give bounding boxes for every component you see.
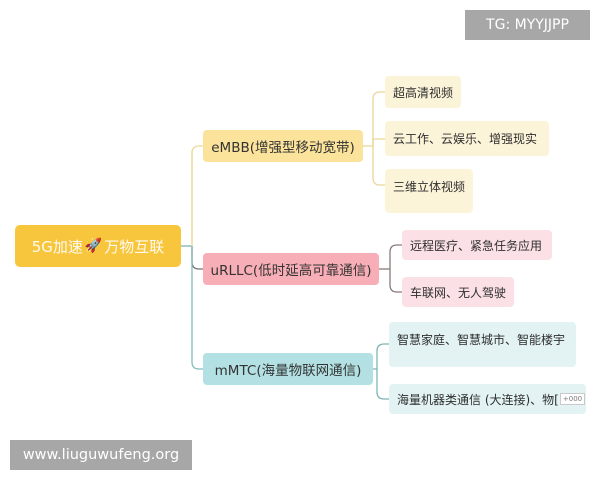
- leaf-label: 智慧家庭、智慧城市、智能楼宇: [397, 333, 566, 347]
- leaf-label: 超高清视频: [393, 85, 454, 100]
- leaf-connected-vehicles[interactable]: 车联网、无人驾驶: [402, 277, 514, 307]
- branch-embb-label: eMBB(增强型移动宽带): [211, 140, 355, 156]
- leaf-label: 远程医疗、紧急任务应用: [410, 238, 543, 253]
- watermark-text: www.liuguwufeng.org: [22, 447, 180, 463]
- branch-mmtc-label: mMTC(海量物联网通信): [214, 363, 362, 379]
- leaf-label: 车联网、无人驾驶: [410, 285, 507, 300]
- leaf-remote-medical[interactable]: 远程医疗、紧急任务应用: [402, 230, 552, 260]
- root-label-prefix: 5G加速: [31, 237, 83, 256]
- watermark-text: TG: MYYJJPP: [486, 17, 569, 33]
- leaf-smart-home-city[interactable]: 智慧家庭、智慧城市、智能楼宇: [389, 322, 576, 367]
- branch-urllc-label: uRLLC(低时延高可靠通信): [210, 263, 372, 279]
- branch-embb[interactable]: eMBB(增强型移动宽带): [203, 130, 363, 162]
- leaf-cloud-work-ar[interactable]: 云工作、云娱乐、增强现实: [385, 121, 549, 156]
- root-node[interactable]: 5G加速 🚀 万物互联: [15, 225, 181, 267]
- branch-mmtc[interactable]: mMTC(海量物联网通信): [203, 353, 373, 385]
- more-tag[interactable]: +000: [559, 393, 586, 405]
- root-label-suffix: 万物互联: [104, 237, 165, 256]
- watermark-bottom-left: www.liuguwufeng.org: [10, 440, 192, 470]
- leaf-label: 海量机器类通信 (大连接)、物[: [397, 392, 559, 407]
- leaf-label: 三维立体视频: [393, 180, 466, 194]
- leaf-3d-video[interactable]: 三维立体视频: [385, 169, 473, 213]
- rocket-icon: 🚀: [84, 238, 103, 254]
- branch-urllc[interactable]: uRLLC(低时延高可靠通信): [203, 253, 379, 285]
- leaf-label: 云工作、云娱乐、增强现实: [393, 132, 538, 146]
- watermark-top-right: TG: MYYJJPP: [465, 10, 590, 40]
- leaf-massive-machine-comm[interactable]: 海量机器类通信 (大连接)、物[ +000: [389, 384, 586, 414]
- leaf-uhd-video[interactable]: 超高清视频: [385, 76, 461, 108]
